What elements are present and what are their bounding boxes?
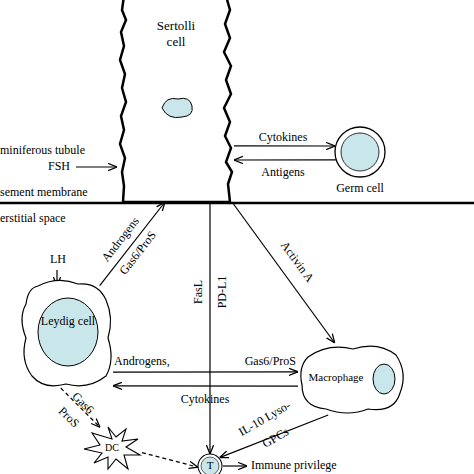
nucleus	[341, 133, 379, 171]
cell-outline	[301, 346, 403, 413]
region-label: erstitial space	[0, 211, 66, 226]
signal-arrow	[234, 145, 335, 146]
edge-label: FasL PD-L1	[186, 272, 234, 312]
node-text: Leydig cell	[40, 314, 96, 329]
edge-label: Gas6 ProS	[51, 385, 102, 436]
signal-arrow	[113, 371, 298, 372]
nucleus	[38, 298, 98, 366]
basement-membrane-line	[0, 202, 474, 205]
edge-label: Androgens, Gas6/ProS	[75, 354, 335, 369]
region-label: sement membrane	[0, 185, 88, 200]
cell-outline	[120, 0, 232, 202]
edge-label: Androgens Gas6/ProS	[93, 208, 166, 284]
dendritic-cell: DC	[82, 425, 142, 471]
nucleus	[201, 457, 219, 474]
region-label: miniferous tubule	[0, 143, 85, 158]
outcome-label: Immune privilege	[251, 458, 337, 473]
edge-label: Antigens	[248, 165, 318, 180]
cell-outline	[335, 127, 385, 177]
cell-outline	[18, 278, 113, 388]
sertoli-cell: Sertolli cell	[118, 0, 234, 202]
edge-label: Activin A	[270, 229, 323, 294]
node-text: DC	[98, 442, 126, 455]
node-text: T	[200, 459, 220, 473]
leydig-cell: Leydig cell	[18, 278, 113, 388]
edge-label: Cytokines	[165, 392, 245, 407]
nucleus	[162, 98, 192, 117]
cell-outline	[84, 427, 140, 469]
nucleus	[373, 364, 395, 394]
edge-label: IL-10 Lyso-GPCs	[232, 393, 308, 462]
signal-arrow	[142, 453, 198, 468]
node-text: Germ cell	[325, 181, 395, 196]
hormone-label: FSH	[48, 159, 70, 174]
cell-outline	[198, 454, 222, 474]
node-text: Sertolli cell	[148, 18, 204, 51]
signal-arrow	[113, 385, 298, 387]
macrophage: Macrophage	[298, 343, 406, 415]
t-cell: T	[198, 454, 222, 474]
germ-cell: Germ cell	[330, 123, 390, 201]
cell-outline	[22, 280, 111, 385]
hormone-label: LH	[50, 252, 66, 267]
edge-label: Cytokines	[248, 130, 318, 145]
node-text: Macrophage	[300, 371, 372, 385]
signal-arrow	[232, 202, 335, 343]
leader-arrow	[76, 166, 117, 167]
leader-arrow	[223, 465, 247, 466]
signal-arrow	[209, 202, 210, 454]
signal-arrow	[234, 159, 336, 160]
